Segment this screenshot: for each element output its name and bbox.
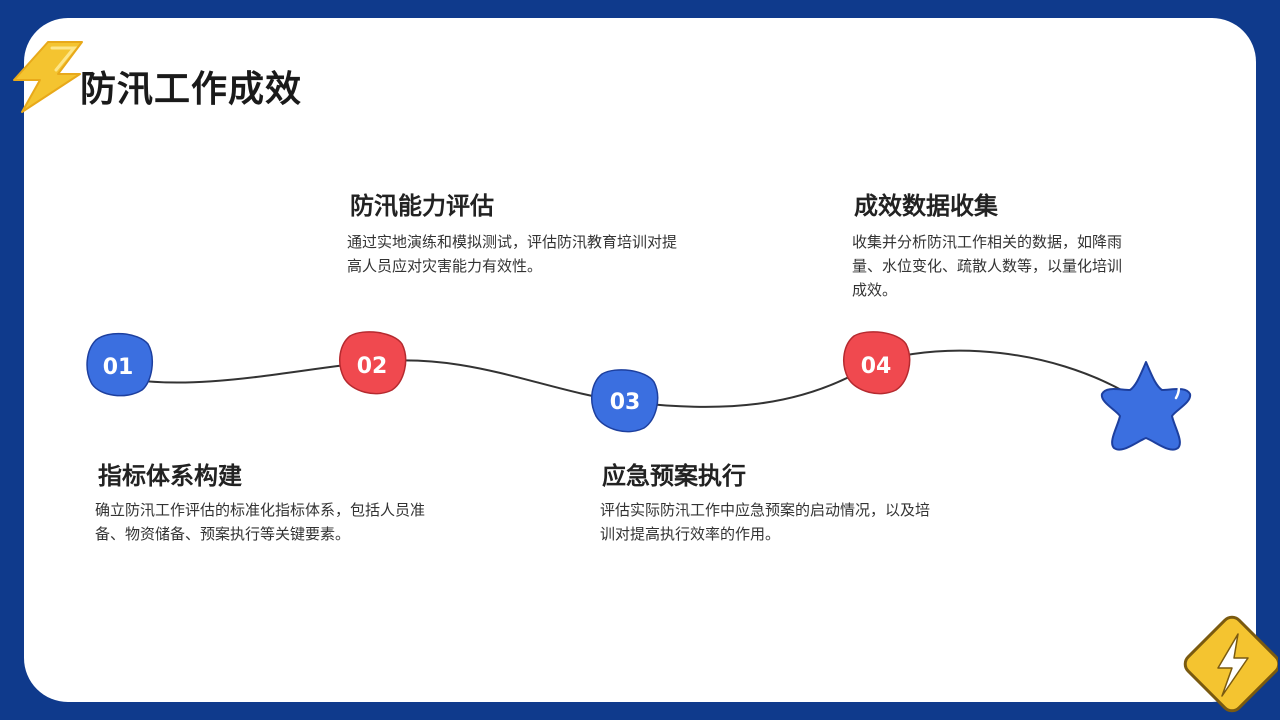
- step-node-02[interactable]: 02: [338, 330, 408, 396]
- step-title: 成效数据收集: [854, 192, 998, 220]
- step-number: 02: [357, 354, 388, 379]
- step-title: 应急预案执行: [602, 462, 746, 490]
- slide-card: [24, 18, 1256, 702]
- step-number: 03: [610, 390, 641, 415]
- step-title: 指标体系构建: [98, 462, 242, 490]
- step-number: 01: [103, 355, 134, 380]
- star-icon: [1100, 361, 1192, 451]
- step-description: 收集并分析防汛工作相关的数据，如降雨量、水位变化、疏散人数等，以量化培训成效。: [852, 233, 1123, 299]
- step-title: 防汛能力评估: [350, 192, 494, 220]
- page-title: 防汛工作成效: [80, 69, 303, 110]
- step-node-03[interactable]: 03: [590, 368, 660, 434]
- step-description: 通过实地演练和模拟测试，评估防汛教育培训对提高人员应对灾害能力有效性。: [347, 233, 678, 275]
- step-node-01[interactable]: 01: [86, 332, 154, 398]
- lightning-bolt-icon: [1183, 615, 1278, 713]
- lightning-bolt-icon: [13, 41, 83, 113]
- step-description: 确立防汛工作评估的标准化指标体系，包括人员准备、物资储备、预案执行等关键要素。: [95, 501, 426, 543]
- step-node-04[interactable]: 04: [842, 330, 912, 396]
- step-number: 04: [861, 354, 892, 379]
- step-description: 评估实际防汛工作中应急预案的启动情况，以及培训对提高执行效率的作用。: [600, 501, 931, 543]
